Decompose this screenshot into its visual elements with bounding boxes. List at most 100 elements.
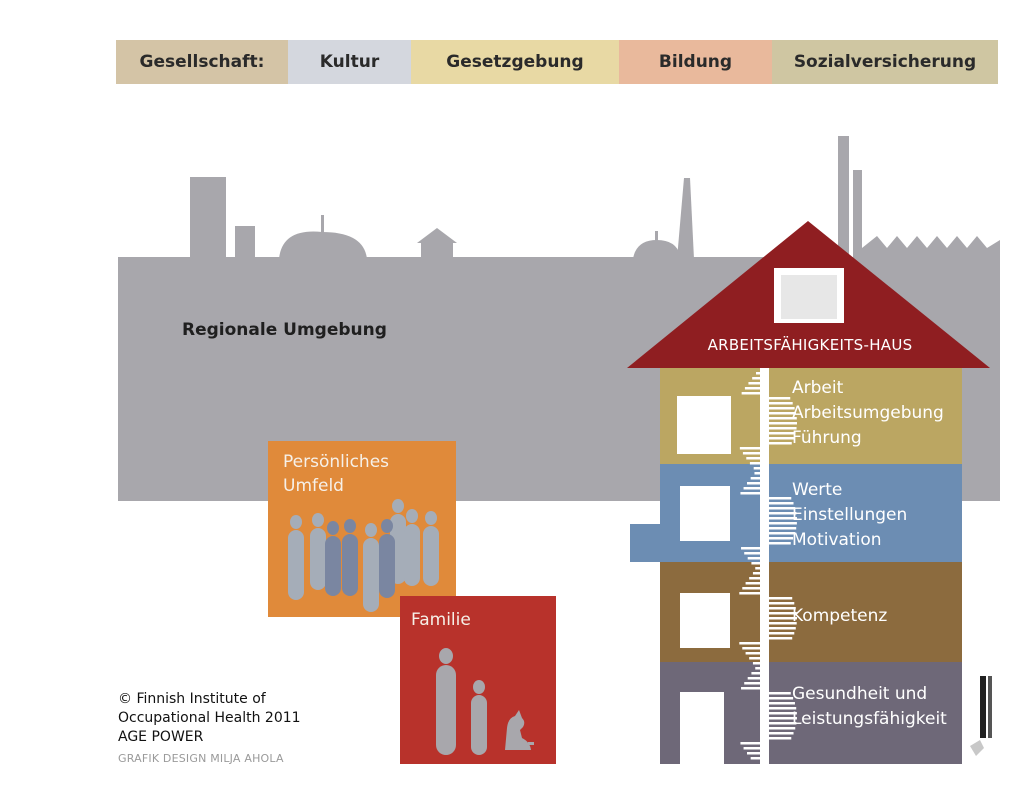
stair-step — [756, 372, 760, 375]
stair-step — [769, 627, 796, 630]
stair-step — [754, 472, 760, 475]
window — [677, 396, 731, 454]
stair-step — [753, 467, 760, 470]
stair-step — [769, 507, 796, 510]
staircase-steps — [739, 372, 797, 760]
stair-step — [769, 727, 796, 730]
floor-line: Leistungsfähigkeit — [792, 709, 947, 729]
stair-step — [769, 517, 797, 520]
staircase-spine — [760, 368, 769, 764]
stair-step — [746, 457, 760, 460]
credit-block: © Finnish Institute of Occupational Heal… — [118, 690, 301, 747]
stair-step — [769, 637, 793, 640]
stair-step — [769, 427, 797, 430]
personal-environment-box — [268, 441, 456, 617]
floor-line: Kompetenz — [792, 606, 888, 626]
personal-environment-label: Persönliches Umfeld — [283, 450, 389, 498]
personal-label-line1: Persönliches — [283, 452, 390, 472]
stair-step — [769, 602, 795, 605]
family-box — [400, 596, 556, 764]
family-icon — [436, 648, 487, 755]
stair-step — [744, 552, 760, 555]
floor-line: Werte — [792, 480, 843, 500]
stair-step — [739, 642, 760, 645]
society-label: Gesellschaft: — [116, 40, 288, 84]
floor-line: Gesundheit und — [792, 684, 928, 704]
people-group-icon — [288, 499, 439, 612]
stair-step — [743, 487, 760, 490]
credit-line3: AGE POWER — [118, 729, 204, 745]
stair-step — [769, 692, 791, 695]
stair-step — [745, 652, 760, 655]
work-ability-house — [627, 221, 990, 764]
stair-step — [739, 592, 760, 595]
stair-step — [755, 667, 760, 670]
stair-step — [751, 562, 760, 565]
stair-step — [743, 747, 760, 750]
house-title: ARBEITSFÄHIGKEITS-HAUS — [707, 336, 913, 354]
stair-step — [769, 707, 797, 710]
stair-step — [740, 492, 760, 495]
stair-step — [739, 447, 760, 450]
stair-step — [769, 402, 793, 405]
stair-step — [769, 607, 796, 610]
stair-step — [747, 557, 760, 560]
stair-step — [751, 672, 760, 675]
credit-line1: © Finnish Institute of — [118, 691, 266, 707]
regional-environment-label: Regionale Umgebung — [182, 320, 387, 340]
stair-step — [741, 547, 760, 550]
stair-step — [769, 612, 797, 615]
stair-step — [769, 622, 797, 625]
stair-step — [769, 732, 794, 735]
floor-line: Arbeit — [792, 378, 844, 398]
stair-step — [769, 702, 795, 705]
stair-step — [769, 442, 792, 445]
stair-step — [769, 717, 797, 720]
stair-step — [752, 662, 760, 665]
stair-step — [769, 502, 794, 505]
stair-step — [752, 572, 760, 575]
stair-step — [749, 462, 760, 465]
society-segment-kultur: Kultur — [288, 40, 411, 84]
stair-step — [746, 482, 760, 485]
publisher-logo-icon — [970, 676, 992, 756]
stair-step — [769, 737, 792, 740]
stair-step — [769, 417, 797, 420]
floor-line: Arbeitsumgebung — [792, 403, 944, 423]
floor-line: Führung — [792, 428, 862, 448]
design-credit: GRAFIK DESIGN MILJA AHOLA — [118, 752, 284, 765]
stair-step — [747, 677, 760, 680]
stair-step — [755, 567, 760, 570]
stair-step — [746, 752, 760, 755]
stair-step — [769, 542, 791, 545]
stair-step — [769, 537, 794, 540]
stair-step — [769, 712, 797, 715]
society-segment-sozialversicherung: Sozialversicherung — [772, 40, 998, 84]
stair-step — [742, 587, 760, 590]
stair-step — [769, 397, 791, 400]
personal-label-line2: Umfeld — [283, 476, 344, 496]
stair-step — [769, 617, 797, 620]
stair-step — [742, 452, 760, 455]
window — [680, 486, 730, 541]
stair-step — [769, 407, 795, 410]
stair-step — [748, 382, 760, 385]
stair-step — [769, 597, 793, 600]
stair-step — [769, 522, 797, 525]
credit-line2: Occupational Health 2011 — [118, 710, 301, 726]
stair-step — [769, 412, 797, 415]
stair-step — [744, 387, 760, 390]
stair-step — [769, 532, 795, 535]
stair-step — [750, 757, 760, 760]
stair-step — [749, 577, 760, 580]
stair-step — [741, 392, 760, 395]
stair-step — [744, 682, 760, 685]
floor-work-text: Arbeit Arbeitsumgebung Führung — [792, 376, 944, 451]
floor-values-text: Werte Einstellungen Motivation — [792, 478, 907, 553]
society-segment-gesetzgebung: Gesetzgebung — [411, 40, 619, 84]
floor-health-text: Gesundheit und Leistungsfähigkeit — [792, 682, 947, 732]
stair-step — [745, 582, 760, 585]
dog-icon — [505, 710, 534, 750]
